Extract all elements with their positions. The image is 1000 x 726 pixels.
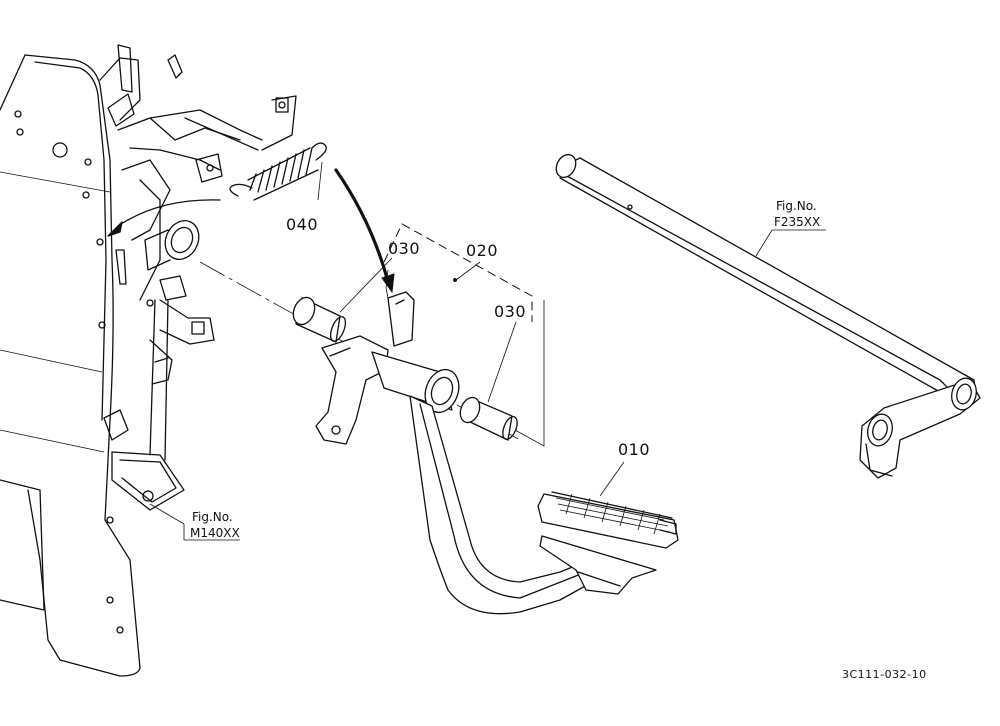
callout-020: 020 (466, 241, 498, 260)
return-spring-040 (229, 142, 327, 201)
leader-lines (149, 161, 773, 525)
callout-010: 010 (618, 440, 650, 459)
bushing-030-left (292, 296, 347, 343)
assembly-arrow-hook (334, 168, 395, 294)
figure-ref-m140xx: Fig.No. M140XX (183, 510, 240, 541)
cross-shaft (555, 153, 981, 479)
callout-030-right: 030 (494, 302, 526, 321)
bushing-030-right (459, 396, 518, 441)
pedal-arm-020 (315, 278, 657, 615)
figure-ref-f235xx: Fig.No. F235XX (772, 199, 826, 231)
pedal-pad-010 (537, 491, 679, 549)
assembly-arrow-left (107, 199, 221, 237)
figure-ref-m140xx-line1: Fig.No. (192, 510, 233, 524)
figure-ref-m140xx-line2: M140XX (190, 526, 240, 540)
callout-030-left: 030 (388, 239, 420, 258)
callout-040: 040 (286, 215, 318, 234)
figure-ref-f235xx-line1: Fig.No. (776, 199, 817, 213)
chassis-frame (0, 44, 297, 677)
drawing-number: 3C111-032-10 (842, 668, 927, 681)
assembly-group-bracket (383, 223, 545, 447)
figure-ref-f235xx-line2: F235XX (774, 215, 820, 229)
